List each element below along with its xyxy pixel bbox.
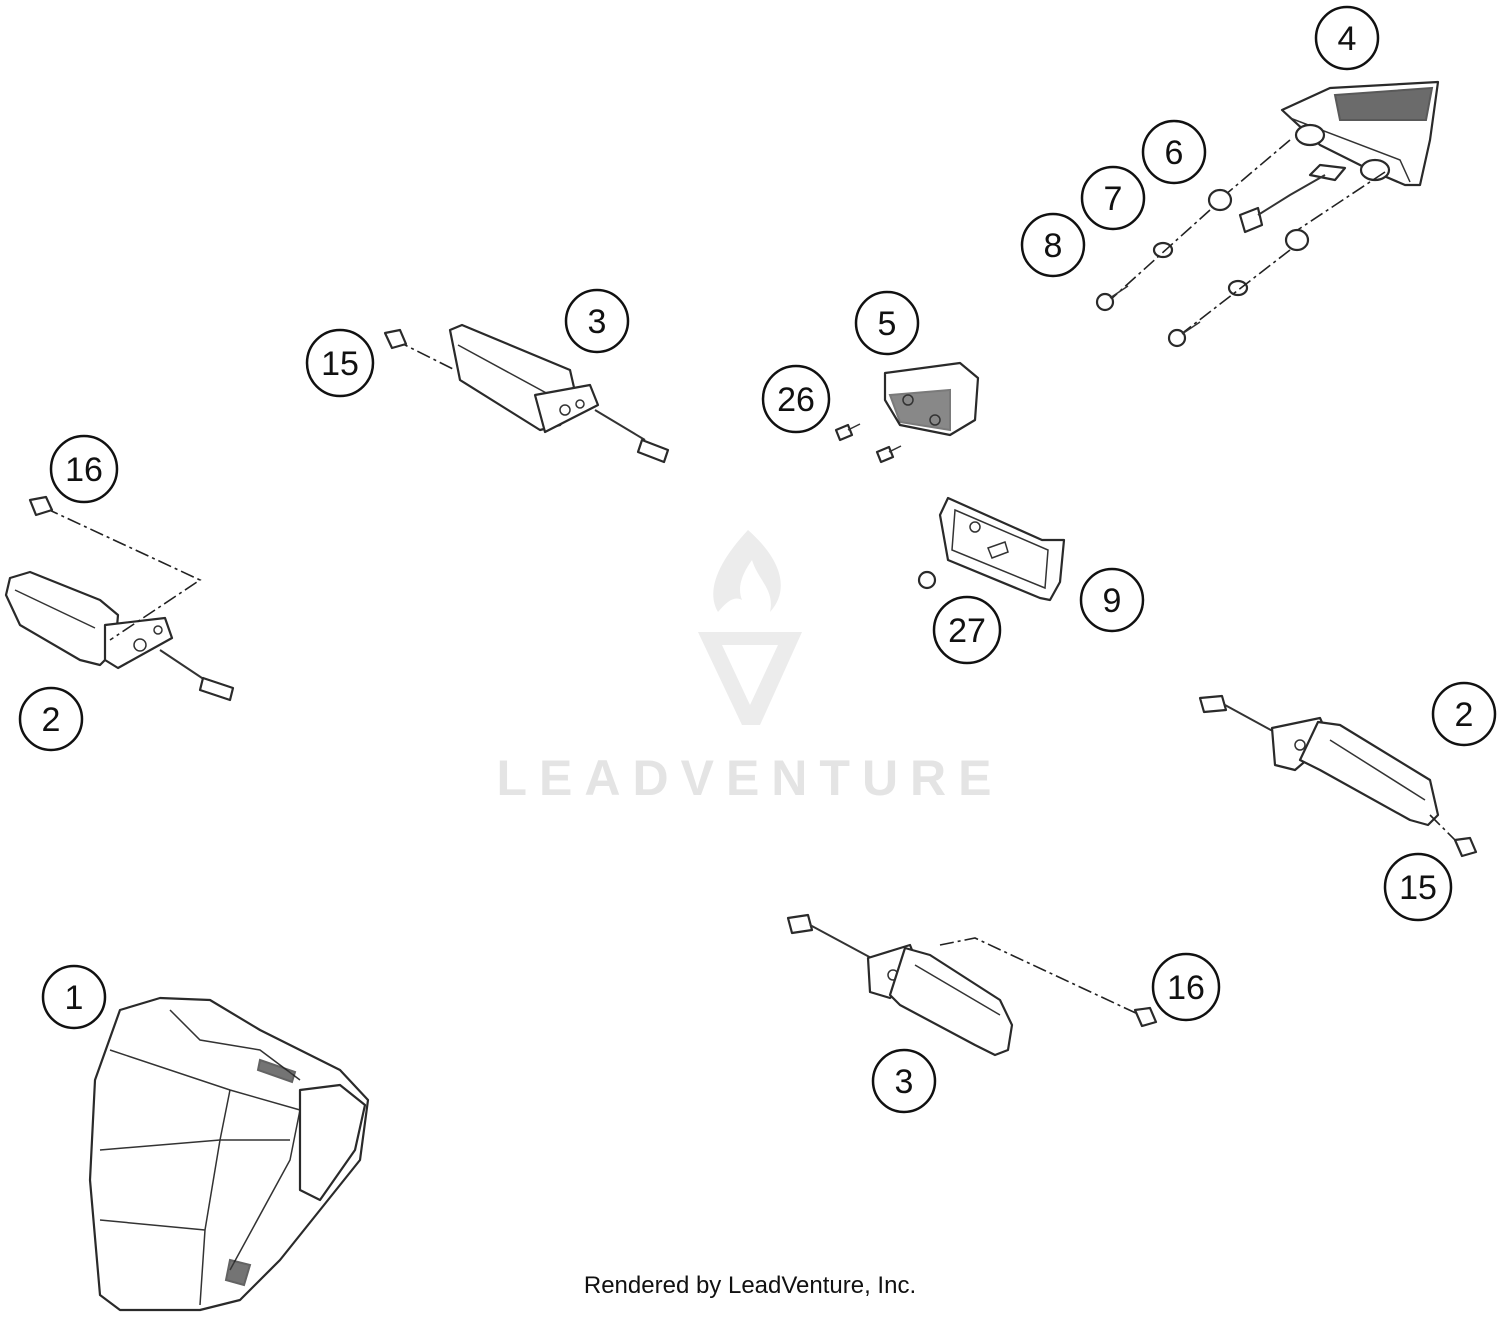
reflector-part xyxy=(917,496,1066,602)
watermark: LEADVENTURE xyxy=(496,530,1003,806)
svg-text:3: 3 xyxy=(895,1063,914,1101)
footer-credit: Rendered by LeadVenture, Inc. xyxy=(584,1272,916,1299)
svg-text:4: 4 xyxy=(1338,20,1357,58)
callouts: 4 6 7 8 3 15 5 26 xyxy=(18,5,1497,1114)
svg-text:15: 15 xyxy=(1399,869,1437,907)
svg-text:16: 16 xyxy=(65,451,103,489)
headlight-mask-part xyxy=(88,996,370,1312)
callout-3-upper: 3 xyxy=(564,288,630,354)
watermark-flame-icon xyxy=(713,530,781,612)
callout-3-lower: 3 xyxy=(871,1048,937,1114)
callout-16-lower: 16 xyxy=(1151,952,1221,1022)
tail-light-hardware xyxy=(1095,174,1326,348)
callout-15-upper: 15 xyxy=(305,328,375,398)
svg-text:1: 1 xyxy=(65,979,84,1017)
svg-text:9: 9 xyxy=(1103,582,1122,620)
svg-text:27: 27 xyxy=(948,612,986,650)
indicator-right-part xyxy=(1198,694,1478,858)
callout-16-upper: 16 xyxy=(49,434,119,504)
callout-7: 7 xyxy=(1080,165,1146,231)
svg-text:26: 26 xyxy=(777,381,815,419)
callout-5: 5 xyxy=(854,290,920,356)
callout-27: 27 xyxy=(932,595,1002,665)
indicator-upper-part xyxy=(383,323,670,464)
callout-6: 6 xyxy=(1141,119,1207,185)
callout-4: 4 xyxy=(1314,5,1380,71)
svg-text:7: 7 xyxy=(1104,180,1123,218)
callout-9: 9 xyxy=(1079,567,1145,633)
callout-2-right: 2 xyxy=(1431,681,1497,747)
plate-light-part xyxy=(834,361,980,464)
callout-26: 26 xyxy=(761,364,831,434)
svg-text:3: 3 xyxy=(588,303,607,341)
svg-text:6: 6 xyxy=(1165,134,1184,172)
svg-text:8: 8 xyxy=(1044,227,1063,265)
svg-text:2: 2 xyxy=(42,701,61,739)
svg-text:5: 5 xyxy=(878,305,897,343)
watermark-v-logo-icon xyxy=(698,632,802,725)
indicator-left-part xyxy=(4,495,235,702)
svg-text:15: 15 xyxy=(321,345,359,383)
callout-15-right: 15 xyxy=(1383,852,1453,922)
callout-8: 8 xyxy=(1020,212,1086,278)
tail-light-part xyxy=(1224,80,1440,236)
indicator-lower-part xyxy=(786,913,1158,1057)
svg-text:2: 2 xyxy=(1455,696,1474,734)
watermark-text: LEADVENTURE xyxy=(496,750,1003,806)
callout-2-left: 2 xyxy=(18,686,84,752)
svg-text:16: 16 xyxy=(1167,969,1205,1007)
callout-1: 1 xyxy=(41,964,107,1030)
